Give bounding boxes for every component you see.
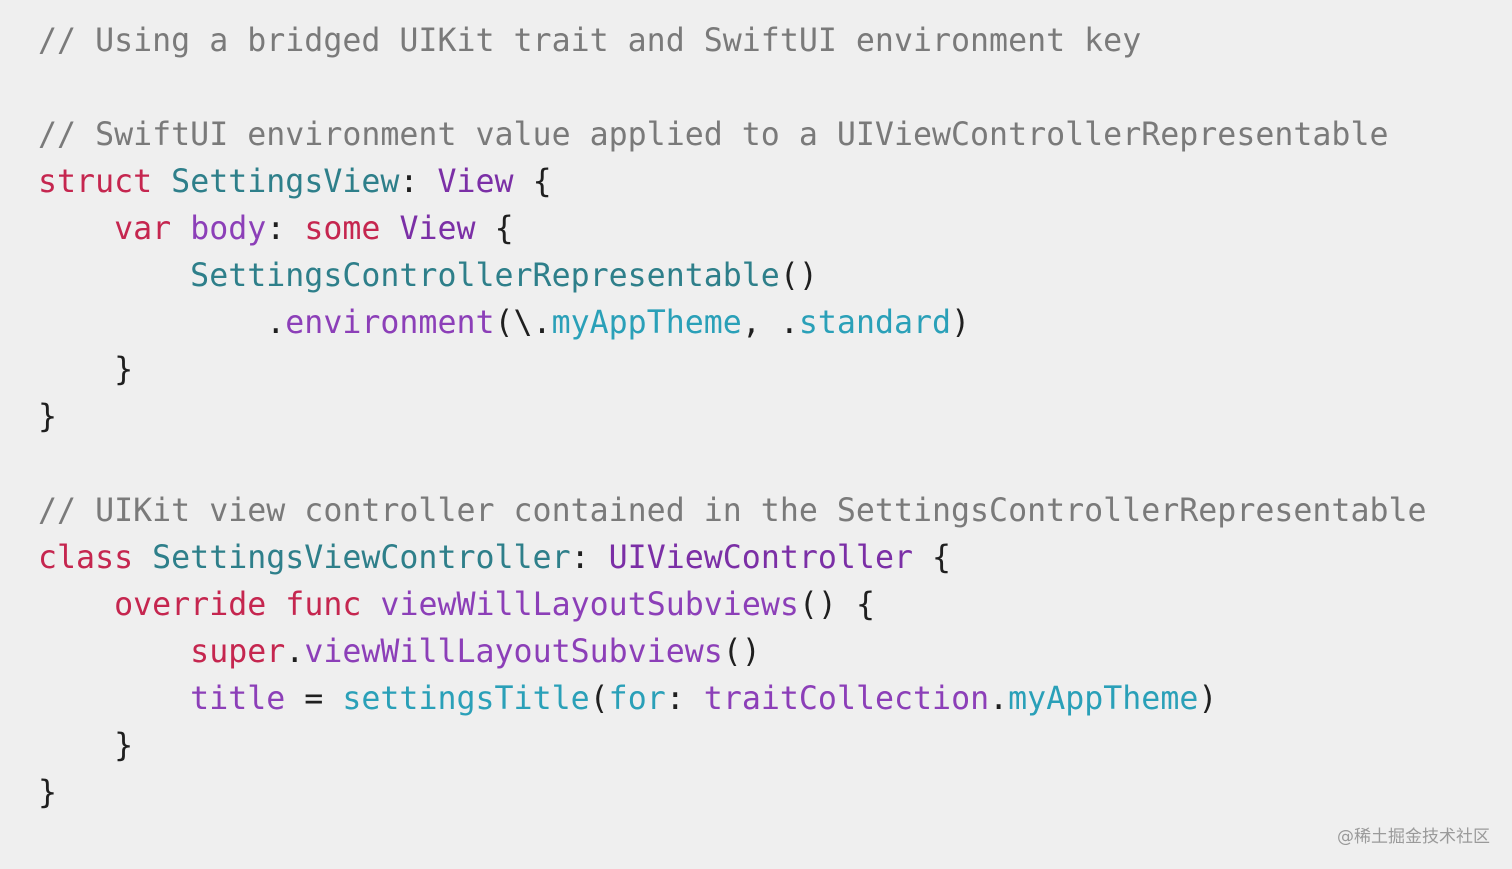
code-token-call: standard — [798, 305, 952, 341]
code-token-plain: ) — [951, 305, 971, 341]
code-line: title = settingsTitle(for: traitCollecti… — [38, 676, 1427, 723]
code-token-plain — [133, 540, 152, 576]
code-line: struct SettingsView: View { — [38, 159, 1427, 206]
code-token-plain — [38, 634, 190, 670]
code-token-keyword: override — [114, 587, 267, 623]
code-token-plain: } — [38, 728, 134, 764]
blank-line — [38, 65, 1427, 112]
code-token-call: myAppTheme — [1008, 681, 1199, 717]
code-line: } — [38, 723, 1427, 770]
code-line: // SwiftUI environment value applied to … — [38, 112, 1427, 159]
code-token-plain: = — [285, 681, 343, 717]
code-token-type_ref: UIViewController — [608, 540, 913, 576]
code-token-keyword: super — [190, 634, 286, 670]
code-token-plain: : — [570, 540, 609, 576]
code-line: var body: some View { — [38, 206, 1427, 253]
code-token-plain — [38, 258, 190, 294]
code-token-plain — [380, 211, 399, 247]
code-token-plain — [152, 164, 171, 200]
code-token-member: viewWillLayoutSubviews — [304, 634, 723, 670]
code-token-type_ref: View — [437, 164, 514, 200]
code-line: } — [38, 770, 1427, 817]
code-token-plain — [38, 681, 190, 717]
code-token-plain — [171, 211, 190, 247]
code-token-member: body — [190, 211, 267, 247]
code-token-plain: { — [475, 211, 514, 247]
code-token-plain: : — [399, 164, 438, 200]
code-token-plain: . — [38, 305, 286, 341]
code-token-member: title — [190, 681, 286, 717]
code-token-call: settingsTitle — [342, 681, 590, 717]
code-token-plain: () — [722, 634, 761, 670]
code-token-plain — [38, 211, 114, 247]
code-token-plain: { — [913, 540, 952, 576]
code-token-plain: . — [285, 634, 305, 670]
code-token-comment: // Using a bridged UIKit trait and Swift… — [38, 23, 1142, 59]
code-token-plain — [266, 587, 285, 623]
code-token-comment: // UIKit view controller contained in th… — [38, 493, 1427, 529]
code-line: } — [38, 394, 1427, 441]
code-line: super.viewWillLayoutSubviews() — [38, 629, 1427, 676]
code-block: // Using a bridged UIKit trait and Swift… — [38, 18, 1427, 817]
code-token-keyword: struct — [38, 164, 153, 200]
code-token-plain: . — [989, 681, 1009, 717]
code-line: .environment(\.myAppTheme, .standard) — [38, 300, 1427, 347]
code-line: } — [38, 347, 1427, 394]
code-token-plain: (\. — [494, 305, 552, 341]
code-token-plain: ) — [1198, 681, 1218, 717]
code-token-keyword: func — [285, 587, 362, 623]
code-line: SettingsControllerRepresentable() — [38, 253, 1427, 300]
code-token-type_decl: SettingsView — [171, 164, 400, 200]
code-token-type_decl: SettingsControllerRepresentable — [190, 258, 780, 294]
code-token-plain — [361, 587, 380, 623]
code-token-call: for — [608, 681, 666, 717]
code-token-plain: ( — [589, 681, 609, 717]
code-token-plain: : — [266, 211, 305, 247]
code-token-plain: } — [38, 352, 134, 388]
code-line: // UIKit view controller contained in th… — [38, 488, 1427, 535]
code-token-type_ref: View — [399, 211, 476, 247]
code-token-plain: () — [779, 258, 818, 294]
code-line: override func viewWillLayoutSubviews() { — [38, 582, 1427, 629]
code-token-comment: // SwiftUI environment value applied to … — [38, 117, 1389, 153]
watermark: @稀土掘金技术社区 — [1337, 827, 1490, 847]
code-token-plain: : — [665, 681, 704, 717]
code-token-plain: } — [38, 399, 58, 435]
code-token-member: viewWillLayoutSubviews — [380, 587, 799, 623]
blank-line — [38, 441, 1427, 488]
code-token-plain: () { — [798, 587, 875, 623]
code-token-keyword: class — [38, 540, 134, 576]
code-line: class SettingsViewController: UIViewCont… — [38, 535, 1427, 582]
code-token-keyword: some — [304, 211, 381, 247]
code-token-type_decl: SettingsViewController — [152, 540, 571, 576]
code-token-plain: { — [513, 164, 552, 200]
code-token-member: environment — [285, 305, 495, 341]
code-token-member: traitCollection — [703, 681, 990, 717]
code-line: // Using a bridged UIKit trait and Swift… — [38, 18, 1427, 65]
code-token-keyword: var — [114, 211, 172, 247]
code-token-plain: , . — [741, 305, 799, 341]
code-token-call: myAppTheme — [551, 305, 742, 341]
code-token-plain: } — [38, 775, 58, 811]
code-token-plain — [38, 587, 114, 623]
